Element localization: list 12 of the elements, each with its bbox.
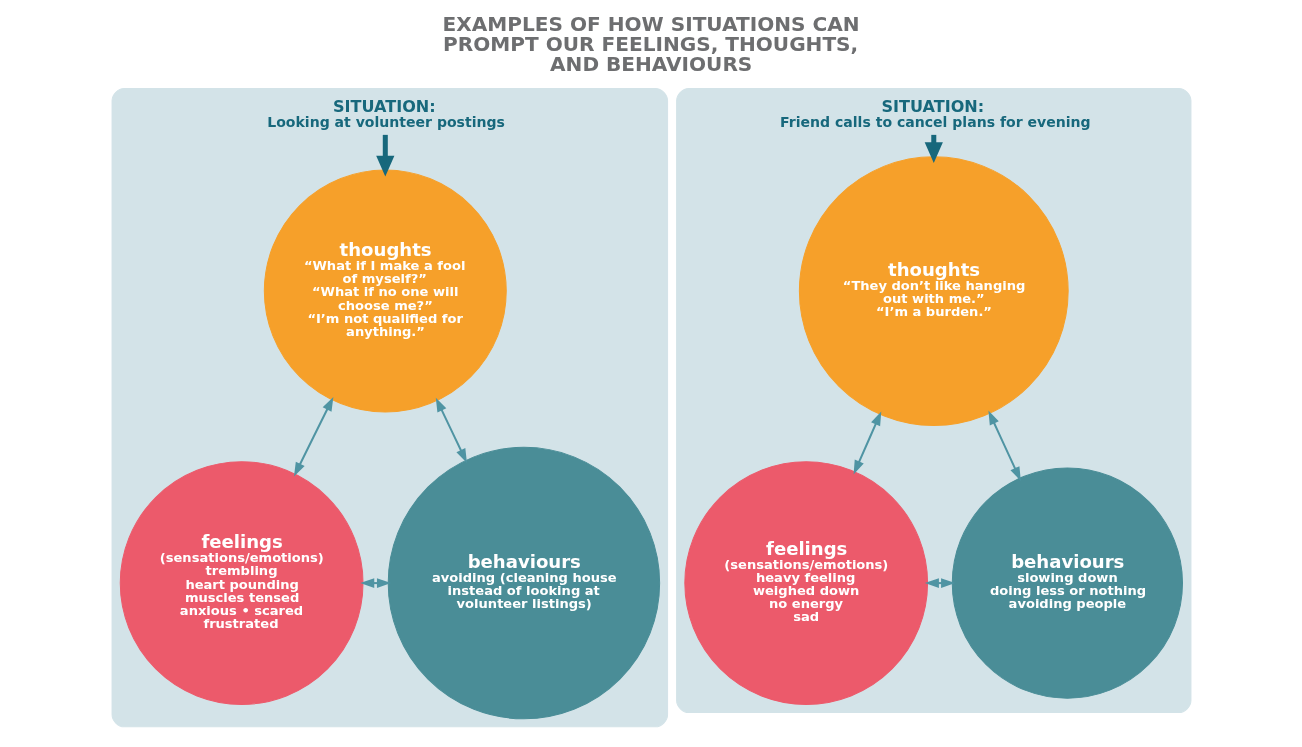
arrow <box>924 578 955 589</box>
node-text: SITUATION: Looking at volunteer postings <box>266 97 505 130</box>
arrow <box>293 396 333 477</box>
node-text: SITUATION: Friend calls to cancel plans for evening <box>779 97 1091 130</box>
arrow <box>987 410 1021 482</box>
cluster <box>675 88 1191 714</box>
arrow <box>375 134 394 177</box>
cluster <box>111 88 668 728</box>
diagram-title: EXAMPLES OF HOW SITUATIONS CAN PROMPT OUR FEELINGS, THOUGHTS, AND BEHAVIOURS <box>442 12 860 77</box>
arrow <box>853 411 881 475</box>
arrow <box>359 578 391 589</box>
arrow <box>435 397 467 463</box>
